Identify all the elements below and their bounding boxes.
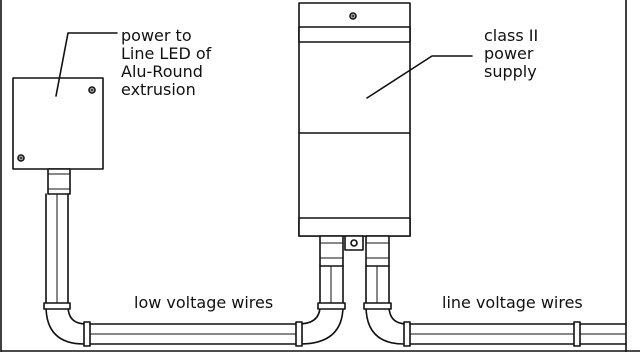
low-voltage-label: low voltage wires xyxy=(134,293,274,312)
supply-label-line-3: supply xyxy=(484,62,537,81)
line-voltage-label: line voltage wires xyxy=(442,293,583,312)
power-supply xyxy=(298,2,411,251)
junction-box xyxy=(12,77,104,170)
supply-label-line-1: class II xyxy=(484,26,539,45)
supply-left-fitting xyxy=(319,235,344,267)
power-label-line-4: extrusion xyxy=(121,80,196,99)
supply-label-line-2: power xyxy=(484,44,534,63)
junction-box-fitting xyxy=(47,168,71,195)
power-label-line-2: Line LED of xyxy=(121,44,212,63)
power-label-line-3: Alu-Round xyxy=(121,62,203,81)
supply-right-fitting xyxy=(365,235,390,267)
supply-leader-line xyxy=(366,55,473,99)
power-to-led-label: power to Line LED of Alu-Round extrusion xyxy=(121,27,211,99)
power-leader-line xyxy=(55,32,118,97)
power-label-line-1: power to xyxy=(121,26,192,45)
line-voltage-conduit xyxy=(363,265,627,347)
low-voltage-conduit xyxy=(43,193,346,347)
power-supply-label: class II power supply xyxy=(484,27,538,81)
